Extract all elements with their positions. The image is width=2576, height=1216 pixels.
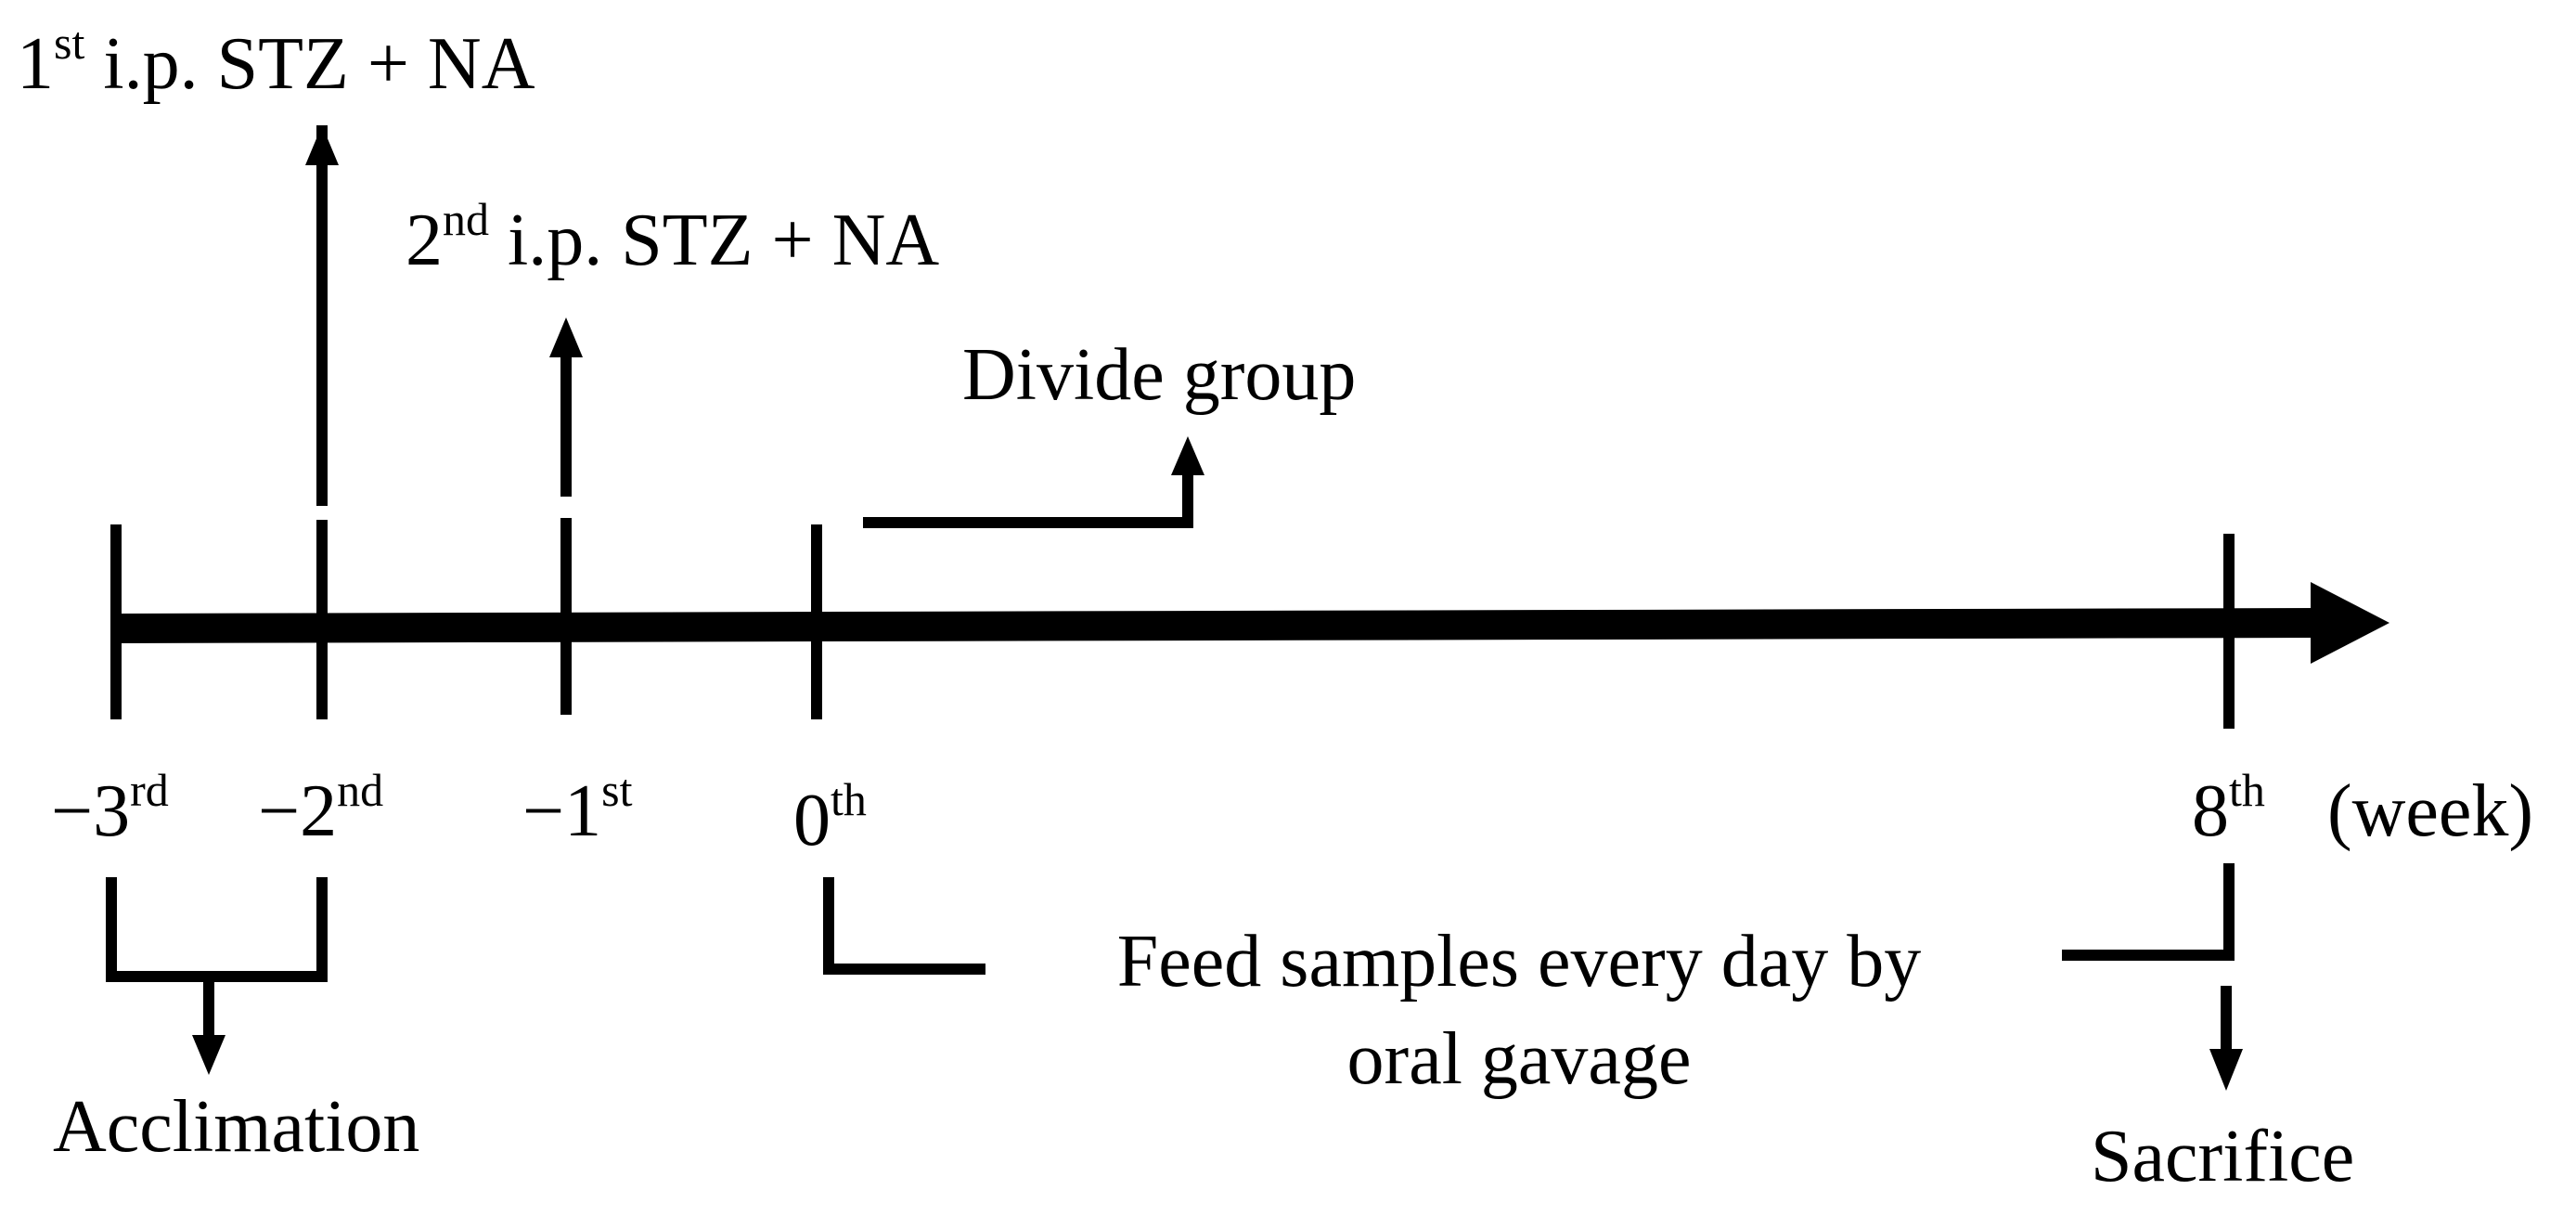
divide-group-connector (863, 469, 1193, 528)
first-injection-label: 1st i.p. STZ + NA (17, 17, 535, 105)
tick-label-0: 0th (793, 773, 867, 861)
acclimation-label: Acclimation (53, 1086, 419, 1168)
time-axis (110, 608, 2321, 643)
feed-samples-label-line2: oral gavage (1347, 1018, 1692, 1100)
sacrifice-label: Sacrifice (2091, 1116, 2354, 1197)
axis-unit-label: (week) (2327, 770, 2533, 852)
feed-bracket-right (2062, 863, 2235, 961)
first-injection-arrow-icon (305, 125, 339, 165)
tick-label-minus-3: −3rd (51, 764, 169, 852)
sacrifice-arrow-icon (2209, 1049, 2243, 1091)
time-axis-arrowhead-icon (2311, 582, 2389, 664)
tick-label-8: 8th (2192, 764, 2265, 852)
feed-samples-label-line1: Feed samples every day by (1117, 921, 1921, 1003)
tick-label-minus-1: −1st (522, 764, 633, 852)
acclimation-bracket (106, 877, 328, 982)
second-injection-label: 2nd i.p. STZ + NA (406, 193, 939, 281)
feed-bracket-left (823, 877, 985, 975)
tick-label-minus-2: −2nd (258, 764, 383, 852)
second-injection-arrow-icon (549, 317, 583, 357)
tick-marks (110, 125, 2235, 729)
acclimation-arrow-icon (192, 1035, 225, 1075)
divide-group-arrow-icon (1171, 436, 1204, 475)
divide-group-label: Divide group (962, 334, 1356, 416)
